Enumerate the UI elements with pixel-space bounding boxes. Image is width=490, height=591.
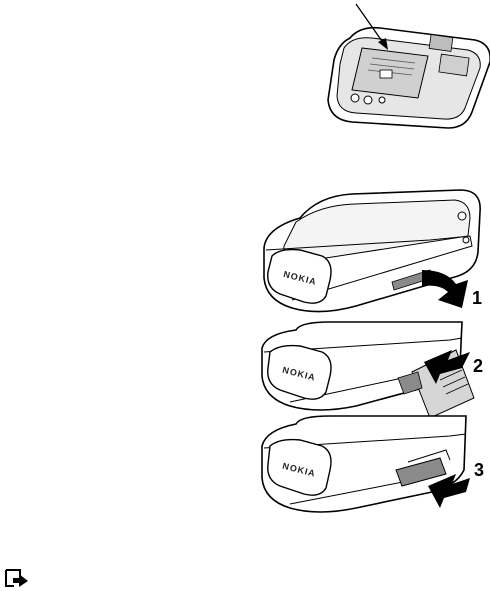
phone-step-1: NOKIA 1: [264, 190, 482, 312]
step-number-1: 1: [472, 288, 482, 308]
note-icon: [4, 568, 30, 588]
step-number-2: 2: [473, 356, 483, 376]
step-number-3: 3: [474, 460, 484, 480]
phone-step-3: NOKIA 3: [262, 416, 484, 512]
phone-step-2: NOKIA 2: [262, 322, 483, 418]
phone-back-illustration: [328, 4, 490, 128]
